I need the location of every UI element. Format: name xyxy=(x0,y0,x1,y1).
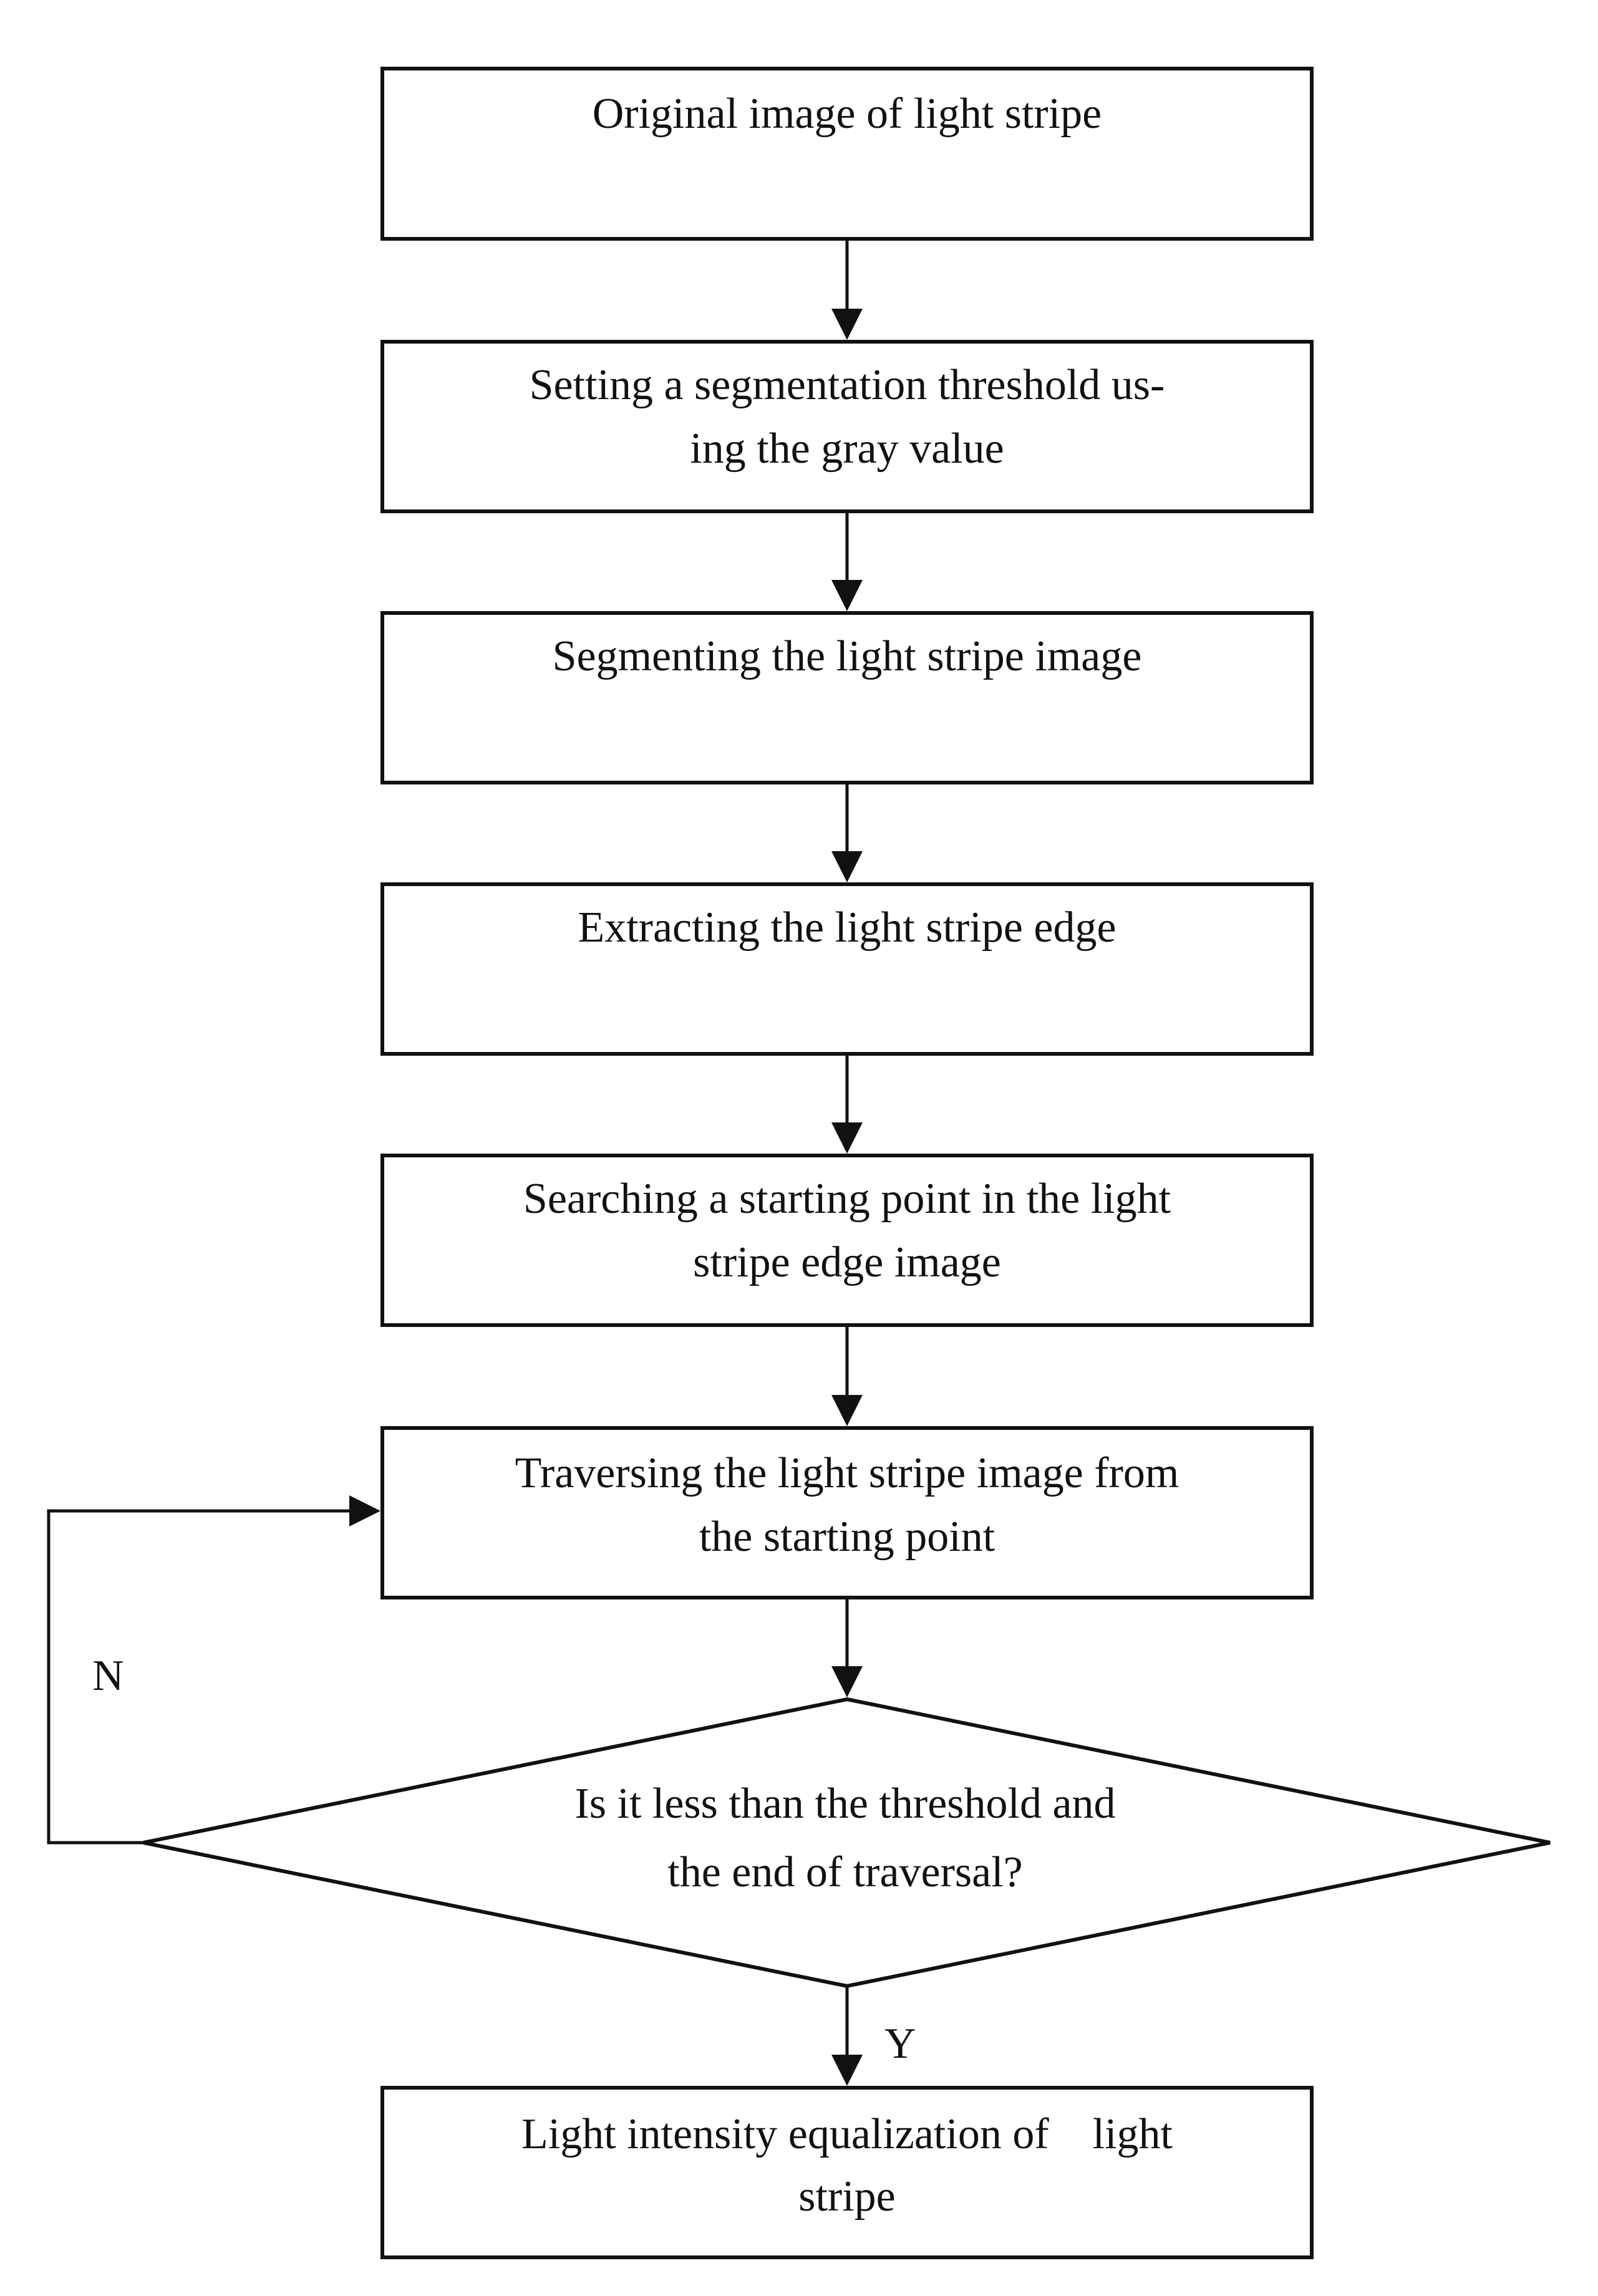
decision-label-line1: Is it less than the threshold and xyxy=(574,1780,1115,1828)
edge-label-no: N xyxy=(92,1652,124,1700)
node-label: Segmenting the light stripe image xyxy=(553,632,1142,680)
process-box-n7: Light intensity equalization of light st… xyxy=(380,2086,1314,2259)
node-label-line1: Traversing the light stripe image from xyxy=(515,1449,1179,1497)
node-label-line1: Setting a segmentation threshold us- xyxy=(530,361,1165,409)
arrow-d1-n6-no xyxy=(47,1495,380,1845)
process-box-n4: Extracting the light stripe edge xyxy=(380,882,1314,1056)
node-label-line2: stripe edge image xyxy=(693,1238,1001,1286)
decision-label-line2: the end of traversal? xyxy=(667,1848,1022,1896)
node-label: Original image of light stripe xyxy=(593,90,1102,138)
process-box-n6: Traversing the light stripe image from t… xyxy=(380,1426,1314,1599)
node-label-line1: Light intensity equalization of light xyxy=(521,2110,1173,2158)
connectors xyxy=(47,239,863,2086)
edge-label-yes: Y xyxy=(884,2020,916,2068)
node-label-line2: the starting point xyxy=(699,1513,995,1561)
node-label-line2: stripe xyxy=(798,2173,896,2221)
decision-diamond-d1: Is it less than the threshold and the en… xyxy=(143,1697,1551,1989)
process-box-n1: Original image of light stripe xyxy=(380,67,1314,241)
node-label-line1: Searching a starting point in the light xyxy=(523,1175,1171,1223)
node-label: Extracting the light stripe edge xyxy=(578,904,1116,952)
node-label-line2: ing the gray value xyxy=(690,425,1004,473)
process-box-n5: Searching a starting point in the light … xyxy=(380,1154,1314,1327)
process-box-n3: Segmenting the light stripe image xyxy=(380,611,1314,784)
process-box-n2: Setting a segmentation threshold us- ing… xyxy=(380,340,1314,513)
